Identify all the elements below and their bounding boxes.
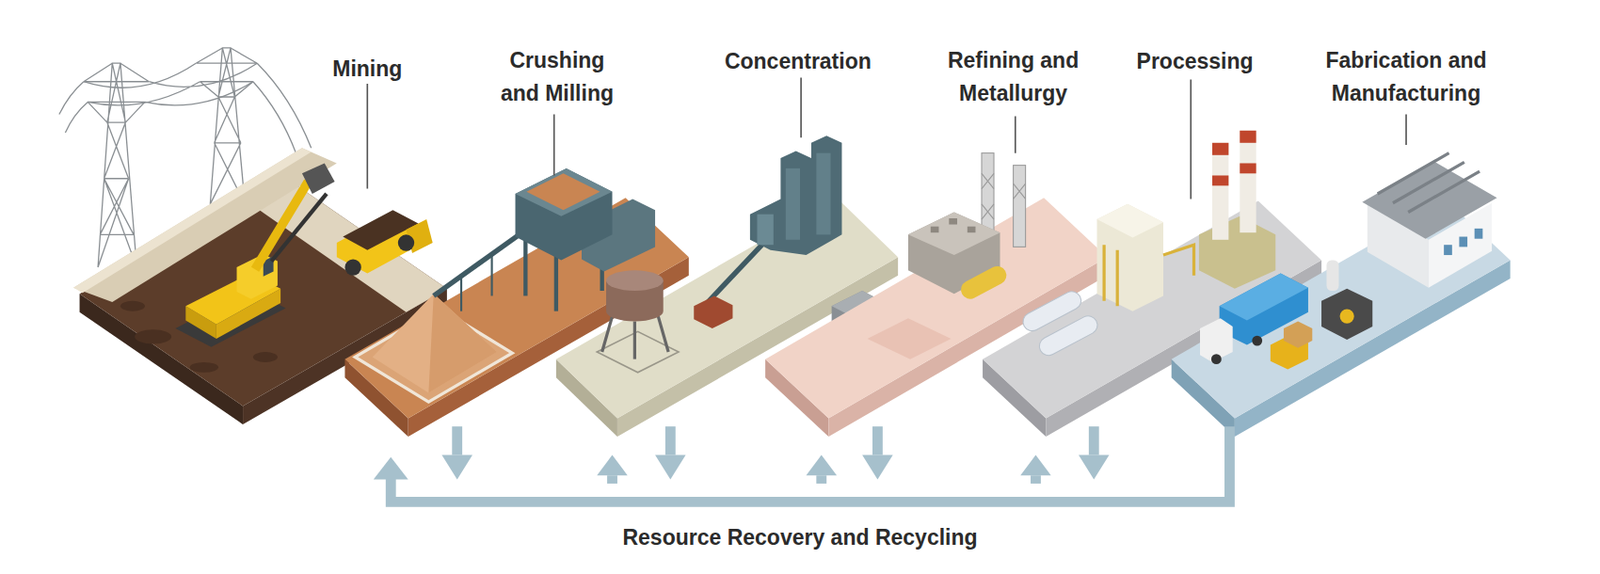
ore-pile-shade bbox=[428, 293, 497, 393]
cargo-box bbox=[1283, 321, 1312, 349]
smelter-roof bbox=[908, 212, 1001, 256]
yellow-tank bbox=[958, 262, 1010, 303]
down-arrow bbox=[862, 455, 894, 480]
tower-column bbox=[816, 153, 831, 236]
power-wire bbox=[59, 63, 312, 153]
tower-column bbox=[785, 168, 800, 240]
down-arrow-shaft bbox=[665, 426, 676, 455]
dirt-mound bbox=[120, 301, 145, 312]
crusher-leg bbox=[523, 237, 528, 297]
down-arrow-shaft bbox=[872, 426, 883, 455]
crusher-hopper bbox=[526, 173, 600, 210]
mill-leg bbox=[633, 321, 637, 360]
roof-ridge bbox=[1377, 153, 1480, 213]
container-top bbox=[1219, 273, 1309, 321]
tower-lattice bbox=[195, 48, 257, 205]
stack-band bbox=[1239, 130, 1256, 144]
crusher-top bbox=[515, 168, 613, 217]
gas-cylinder bbox=[1326, 259, 1339, 291]
dirt-mound bbox=[190, 362, 219, 373]
mill-pad bbox=[596, 331, 679, 372]
platform-top bbox=[1171, 201, 1511, 419]
haul-truck bbox=[336, 209, 433, 275]
storage-tank bbox=[1036, 312, 1102, 359]
generator-light bbox=[1340, 309, 1355, 324]
excavator-bucket bbox=[302, 162, 336, 194]
feeder bbox=[693, 295, 733, 329]
factory-window bbox=[1443, 244, 1453, 256]
refining-column bbox=[1013, 165, 1026, 248]
roof-vent bbox=[930, 226, 940, 234]
up-arrow-head bbox=[373, 457, 409, 480]
truck-wheel bbox=[1211, 353, 1222, 365]
excavator bbox=[175, 162, 335, 347]
stage-label: Mining bbox=[272, 51, 462, 85]
mine-wall bbox=[73, 147, 337, 303]
truck-wheel bbox=[1251, 336, 1263, 347]
recycling-loop bbox=[373, 426, 1231, 502]
cycle-label: Resource Recovery and Recycling bbox=[583, 521, 1017, 555]
stage-label: Concentration bbox=[675, 45, 921, 79]
roof-vent bbox=[948, 218, 958, 225]
down-arrow-shaft bbox=[1088, 426, 1100, 455]
dirt-mound bbox=[253, 352, 278, 363]
up-arrow bbox=[1020, 455, 1052, 477]
stage-label: Fabrication and Manufacturing bbox=[1321, 44, 1491, 111]
up-arrow-shaft bbox=[607, 475, 618, 484]
smokestack bbox=[1212, 143, 1229, 240]
factory-window bbox=[1458, 237, 1468, 248]
mill-leg bbox=[657, 316, 669, 352]
up-arrow bbox=[806, 455, 838, 477]
flotation-tower bbox=[750, 135, 843, 256]
stack-band bbox=[1239, 162, 1256, 174]
ore-pile bbox=[372, 293, 497, 393]
process-unit-top bbox=[1097, 204, 1164, 239]
excavator-stick bbox=[271, 193, 327, 262]
process-unit bbox=[1097, 204, 1164, 312]
down-arrow bbox=[1078, 455, 1110, 480]
pad bbox=[867, 318, 952, 359]
down-arrow bbox=[655, 455, 687, 480]
roof-vent bbox=[967, 226, 976, 234]
crusher-leg bbox=[554, 255, 559, 312]
fabrication-platform bbox=[1171, 153, 1511, 437]
truck-wheel bbox=[344, 258, 361, 275]
illustration-group bbox=[59, 48, 1511, 502]
up-arrow bbox=[596, 455, 628, 477]
stack-band bbox=[1212, 175, 1229, 186]
recycling-bar bbox=[390, 426, 1230, 502]
smokestack bbox=[1239, 130, 1256, 233]
conveyor-leg bbox=[460, 277, 463, 312]
tower-lattice bbox=[83, 63, 149, 268]
factory-window bbox=[1474, 228, 1484, 240]
conveyor-leg bbox=[491, 255, 494, 296]
stage-label: Processing bbox=[1101, 45, 1290, 79]
mill-tank-top bbox=[606, 270, 664, 291]
down-arrow bbox=[441, 455, 473, 480]
generator bbox=[1321, 288, 1373, 340]
tower-column bbox=[756, 214, 773, 246]
crusher bbox=[515, 168, 613, 261]
up-arrow-shaft bbox=[816, 475, 827, 484]
stack-base bbox=[1199, 216, 1276, 289]
process-pipe bbox=[1104, 244, 1194, 306]
up-arrow-shaft bbox=[1030, 475, 1041, 484]
stack-band bbox=[1212, 143, 1229, 156]
dirt-mound bbox=[134, 329, 172, 344]
down-arrow-shaft bbox=[451, 426, 463, 455]
truck-wheel bbox=[398, 234, 415, 251]
stage-label: Refining and Metallurgy bbox=[943, 44, 1085, 111]
mill-leg bbox=[602, 316, 613, 352]
stage-label: Crushing and Milling bbox=[493, 44, 621, 111]
column-lattice bbox=[981, 173, 1026, 220]
